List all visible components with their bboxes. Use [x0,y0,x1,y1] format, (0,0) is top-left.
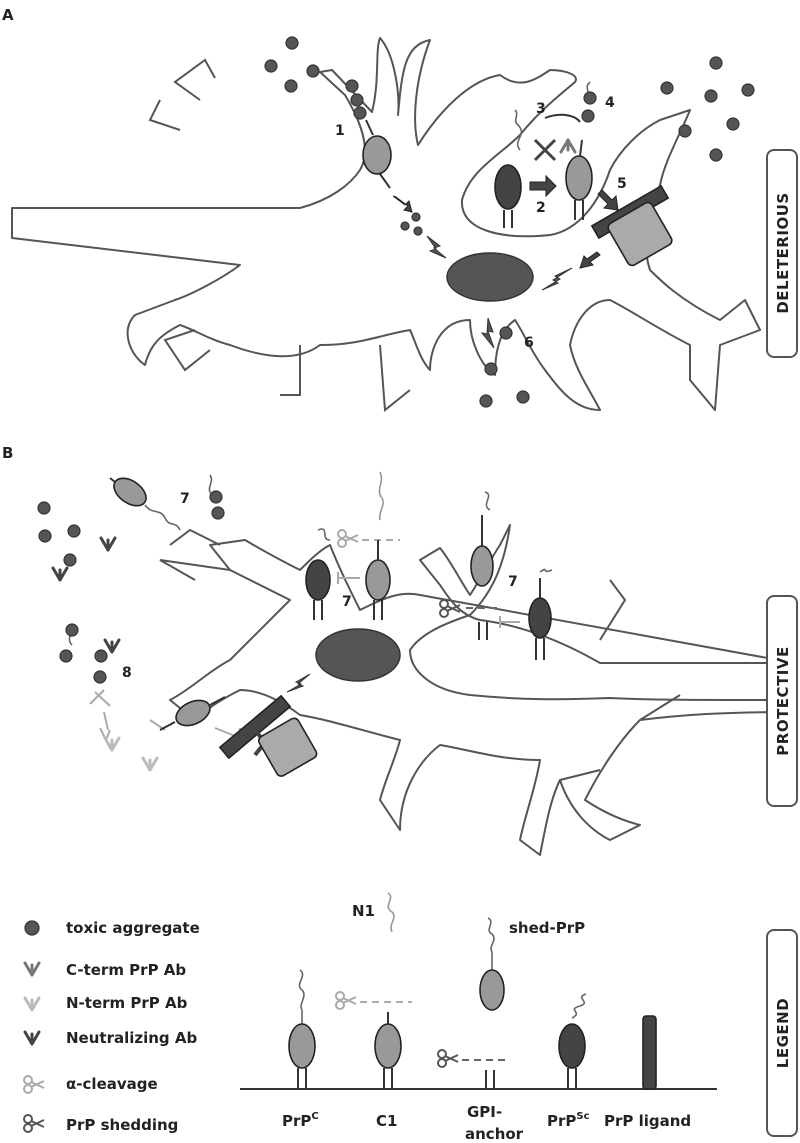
prp-ligand-icon [642,1015,657,1090]
step-6-number: 6 [524,335,534,351]
internalization-path-a [392,195,447,259]
side-label-legend: LEGEND [774,998,792,1068]
c1-scissors-icon [335,991,357,1010]
prp-c-b-left [159,696,226,731]
bolt-b [286,673,311,693]
step-3-number: 3 [536,101,546,117]
side-box-deleterious [766,149,798,358]
dendrite-a-left [148,58,216,131]
legend-item-label: N-term PrP Ab [66,994,188,1012]
prpc-tail [298,969,305,1024]
prpc-icon [288,1023,316,1069]
c1-label: C1 [376,1112,397,1130]
legend-item-label: Neutralizing Ab [66,1029,197,1047]
legend-item-label: C-term PrP Ab [66,961,186,979]
aggregate-cluster-b-topleft [37,474,225,582]
prp-ligand-b [218,694,292,760]
dendrite-b-left [159,528,231,581]
c1-icon [374,1023,402,1069]
gpi-anchor [485,1070,495,1089]
aggregate-cluster-b-left [59,623,121,684]
neuron-b [169,524,796,856]
prp-c-a1 [362,119,392,189]
gpi-label-line2: anchor [465,1125,524,1143]
prp-c-a2 [565,139,593,220]
prpsc-tail [571,993,587,1019]
shed-prp-icon [479,969,505,1011]
legend-item-label: toxic aggregate [66,919,200,937]
nucleus-b [315,628,401,682]
aggregate-dot-icon [24,920,40,936]
shedding-b [439,491,553,660]
aggregate-cluster-a-bottom [479,317,530,408]
step-7-number-b: 7 [342,594,352,610]
step-7-number-a: 7 [180,491,190,507]
aggregate-cluster-a-topright [581,56,755,162]
panel-b: B 7 [2,444,798,856]
receptor-b [257,717,318,777]
signal-bolt-a [541,267,573,291]
side-box-legend [766,929,798,1137]
n-term-antibody-icon [23,996,41,1012]
nucleus-a [446,252,534,302]
n1-fragment [387,892,395,933]
shed-prp-label: shed-PrP [509,919,585,937]
ligand-arrow-a [597,189,619,211]
step-7-number-c: 7 [508,574,518,590]
step-1-number: 1 [335,123,345,139]
signal-arrow-a [579,251,601,269]
receptor-a [607,201,673,267]
antibody-bound-prp-b [99,477,181,552]
alpha-cleavage-scissors-icon [23,1075,45,1094]
gpi-scissors-icon [437,1049,459,1068]
side-box-protective [766,595,798,807]
step-5-number: 5 [617,176,627,192]
prp-ligand-label: PrP ligand [604,1112,691,1130]
panel-a-letter: A [2,6,14,24]
gpi-label-line1: GPI- [467,1103,502,1121]
prpc-anchor [297,1068,307,1089]
step-2-number: 2 [536,200,546,216]
c-term-antibody-icon [23,961,41,977]
prpsc-anchor [567,1068,577,1089]
legend-item-label: α-cleavage [66,1075,158,1093]
shed-prp-tail [487,917,495,972]
n1-label: N1 [352,902,375,920]
step-8-number: 8 [122,665,132,681]
prp-sc-a [494,109,523,228]
c1-anchor [383,1068,393,1089]
legend-item-label: PrP shedding [66,1116,178,1134]
blocked-binding-a [533,113,581,162]
panel-a: A 1 [2,6,798,412]
panel-b-letter: B [2,444,13,462]
prpsc-label: PrPSc [547,1111,590,1130]
alpha-cleavage-b [305,471,400,620]
aggregate-cluster-a-topleft [264,36,367,120]
conversion-arrow [529,174,557,198]
n-term-antibody-block-b [89,689,166,772]
neutralizing-antibody-icon [23,1030,41,1046]
prpsc-icon [558,1023,586,1069]
side-label-deleterious: DELETERIOUS [774,192,792,313]
step-4-number: 4 [605,95,615,111]
dendrite-a-bottom [163,329,411,412]
prpc-label: PrPC [282,1111,319,1130]
dendrite-b-right [559,579,681,781]
legend: toxic aggregate C-term PrP Ab N-term PrP… [23,892,798,1143]
side-label-protective: PROTECTIVE [774,646,792,755]
shedding-scissors-icon [23,1114,45,1133]
